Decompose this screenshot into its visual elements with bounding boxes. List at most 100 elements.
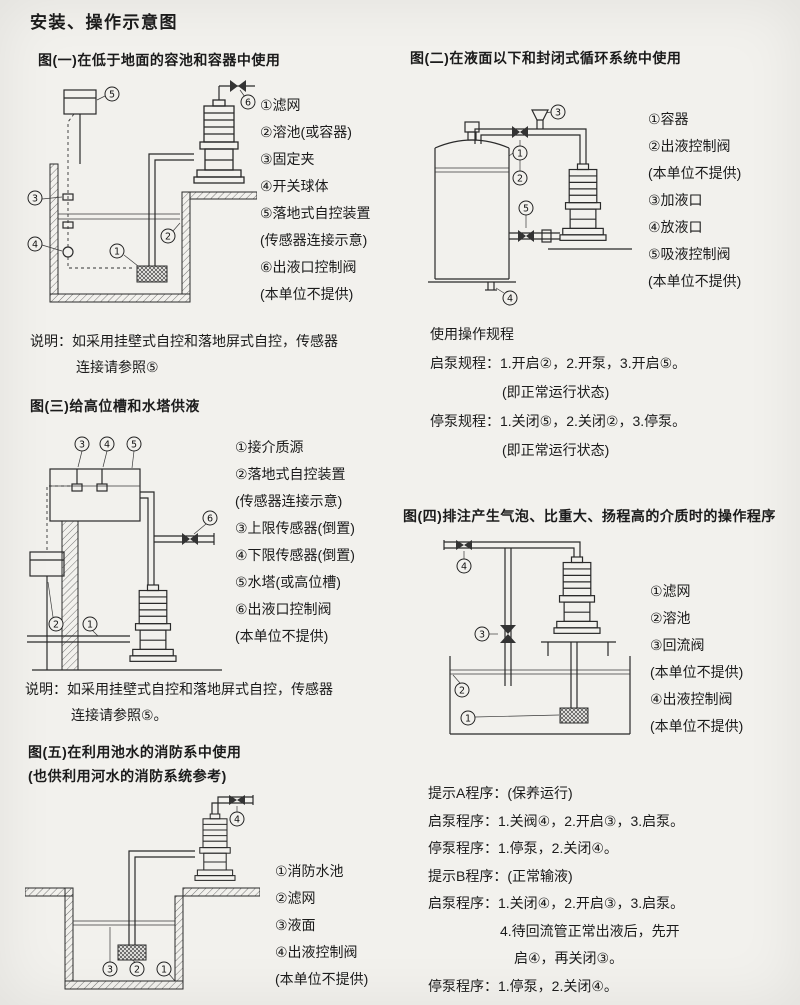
figure5-label: ①消防水池 — [275, 863, 344, 879]
figure5-label: ③液面 — [275, 917, 316, 933]
pump-icon — [553, 556, 601, 634]
procedure-line: 启泵程序：1.关阀④，2.开启③，3.启泵。 — [428, 812, 685, 829]
figure3-label: ②落地式自控装置 — [235, 466, 346, 482]
callout-leaders — [109, 806, 238, 982]
callout-1: 1 — [512, 145, 528, 161]
figure2-label: ⑤吸液控制阀 — [648, 246, 731, 262]
figure4-procedures: 提示A程序：(保养运行) 启泵程序：1.关阀④，2.开启③，3.启泵。 停泵程序… — [428, 780, 684, 1000]
figure3-label: (传感器连接示意) — [235, 493, 343, 509]
svg-text:4: 4 — [32, 240, 38, 251]
container-tank — [428, 121, 516, 283]
figure3-label: ⑤水塔(或高位槽) — [235, 574, 341, 590]
fill-funnel — [531, 109, 549, 121]
callout-leaders — [47, 450, 207, 637]
callout-2: 2 — [48, 616, 64, 632]
figure5-heading: 图(五)在利用池水的消防系中使用 (也供利用河水的消防系统参考) — [28, 740, 241, 788]
callout-4: 4 — [502, 290, 518, 306]
procedure-line: 启泵规程：1.开启②，2.开泵，3.开启⑤。 — [430, 355, 687, 371]
note-line: 说明：如采用挂壁式自控和落地屏式自控，传感器 — [30, 333, 338, 349]
figure1-label: ⑤落地式自控装置 — [260, 205, 371, 221]
suction-pipe — [509, 229, 560, 243]
suction-pipe — [559, 642, 589, 724]
discharge-pipe — [211, 795, 254, 814]
figure3-label: ⑥出液口控制阀 — [235, 601, 332, 617]
figure2-label: ④放液口 — [648, 219, 703, 235]
procedure-line: 停泵规程：1.关闭⑤，2.关闭②，3.停泵。 — [430, 413, 687, 429]
figure5-diagram: 4 3 2 1 — [25, 795, 260, 990]
drain-port — [485, 282, 497, 291]
strainer — [136, 265, 168, 283]
figure3-label: (本单位不提供) — [235, 628, 329, 644]
figure3-label: ①接介质源 — [235, 439, 304, 455]
svg-text:2: 2 — [459, 686, 465, 697]
callout-3: 3 — [550, 104, 566, 120]
callout-5: 5 — [126, 436, 142, 452]
figure2-label: ①容器 — [648, 111, 689, 127]
figure1-heading: 图(一)在低于地面的容池和容器中使用 — [38, 52, 281, 68]
open-tank — [449, 656, 631, 735]
figure4-label: ②溶池 — [650, 610, 691, 626]
pump-icon — [193, 99, 245, 184]
procedure-line: (即正常运行状态) — [502, 384, 610, 400]
control-box — [29, 485, 71, 670]
discharge-pipe — [218, 80, 255, 100]
pit-walls — [49, 163, 257, 303]
elevated-tank — [49, 468, 141, 522]
figure2-label: (本单位不提供) — [648, 165, 742, 181]
figure1-note: 说明：如采用挂壁式自控和落地屏式自控，传感器 连接请参照⑤ — [30, 328, 338, 380]
svg-text:1: 1 — [87, 620, 93, 631]
callout-6: 6 — [202, 510, 218, 526]
procedure-line: 提示A程序：(保养运行) — [428, 785, 573, 801]
figure4-label: (本单位不提供) — [650, 664, 744, 680]
svg-text:1: 1 — [517, 149, 523, 160]
figure1-label: (传感器连接示意) — [260, 232, 368, 248]
callout-3: 3 — [74, 436, 90, 452]
figure2-label: ③加液口 — [648, 192, 703, 208]
figure3-heading: 图(三)给高位槽和水塔供液 — [30, 398, 200, 414]
suction-pipe — [136, 153, 194, 283]
upper-sensor — [71, 483, 83, 492]
svg-text:1: 1 — [161, 965, 167, 976]
svg-text:3: 3 — [555, 108, 561, 119]
strainer — [117, 944, 147, 961]
figure3-labels: ①接介质源 ②落地式自控装置 (传感器连接示意) ③上限传感器(倒置) ④下限传… — [235, 434, 355, 650]
svg-text:3: 3 — [79, 440, 85, 451]
figure2-heading: 图(二)在液面以下和封闭式循环系统中使用 — [410, 50, 682, 66]
callout-1: 1 — [156, 961, 172, 977]
svg-text:4: 4 — [461, 562, 467, 573]
procedure-line: 停泵程序：1.停泵，2.关闭④。 — [428, 977, 618, 994]
svg-text:2: 2 — [134, 965, 140, 976]
figure4-label: ④出液控制阀 — [650, 691, 733, 707]
callout-1: 1 — [460, 710, 476, 726]
callout-6: 6 — [240, 94, 256, 110]
figure2-procedures: 使用操作规程 启泵规程：1.开启②，2.开泵，3.开启⑤。 (即正常运行状态) … — [430, 320, 686, 465]
svg-text:5: 5 — [131, 440, 137, 451]
callout-5: 5 — [518, 200, 534, 216]
figure4-heading: 图(四)排注产生气泡、比重大、扬程高的介质时的操作程序 — [403, 508, 776, 524]
pump-icon — [129, 584, 177, 662]
inlet-pipe — [27, 635, 130, 643]
svg-text:2: 2 — [165, 232, 171, 243]
figure5-label: ④出液控制阀 — [275, 944, 358, 960]
figure3-label: ③上限传感器(倒置) — [235, 520, 355, 536]
pool-walls — [25, 887, 260, 990]
figure3-note: 说明：如采用挂壁式自控和落地屏式自控，传感器 连接请参照⑤。 — [25, 676, 333, 728]
callout-leaders — [452, 551, 560, 718]
note-line: 连接请参照⑤。 — [71, 707, 168, 723]
outlet-pipe — [443, 540, 581, 557]
lower-sensor — [96, 483, 108, 492]
note-line: 说明：如采用挂壁式自控和落地屏式自控，传感器 — [25, 681, 333, 697]
callout-3: 3 — [474, 626, 490, 642]
procedure-line: 停泵程序：1.停泵，2.关闭④。 — [428, 840, 618, 856]
callout-4: 4 — [99, 436, 115, 452]
figure4-diagram: 4 3 2 1 — [443, 540, 631, 735]
figure1-label: ②溶池(或容器) — [260, 124, 352, 140]
callout-4: 4 — [456, 558, 472, 574]
callout-2: 2 — [512, 170, 528, 186]
figure5-heading-line1: 图(五)在利用池水的消防系中使用 — [28, 744, 242, 760]
svg-text:5: 5 — [523, 204, 529, 215]
procedure-line: 启④，再关闭③。 — [514, 950, 624, 966]
figure1-labels: ①滤网 ②溶池(或容器) ③固定夹 ④开关球体 ⑤落地式自控装置 (传感器连接示… — [260, 92, 371, 308]
figure4-label: (本单位不提供) — [650, 718, 744, 734]
